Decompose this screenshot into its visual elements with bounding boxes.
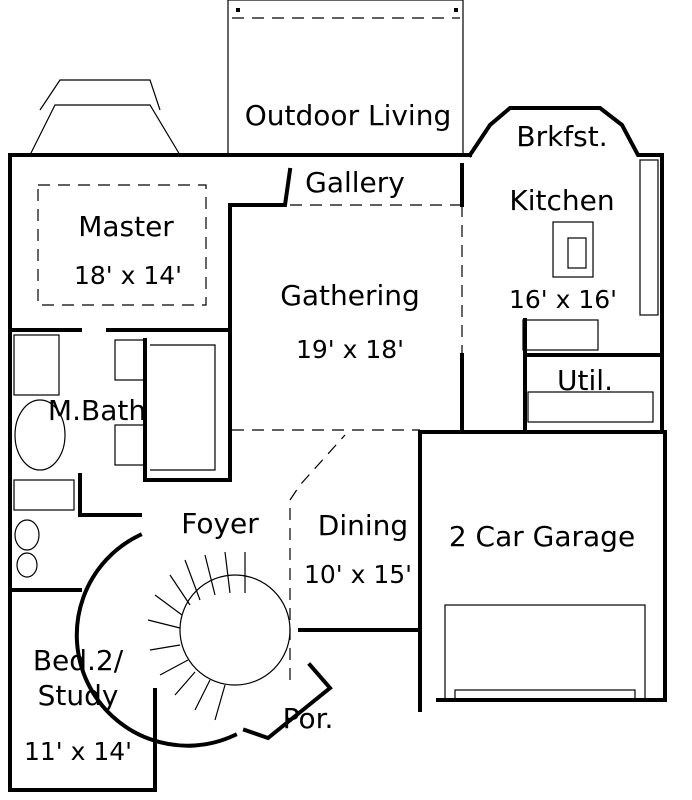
walls	[8, 106, 667, 792]
room-label-porch: Por.	[283, 702, 334, 735]
room-size-bed2: 11' x 14'	[24, 737, 132, 766]
room-label-foyer: Foyer	[181, 507, 259, 540]
room-label-dining: Dining	[318, 509, 408, 542]
room-label-bed2: Bed.2/	[33, 644, 124, 677]
room-label-garage: 2 Car Garage	[449, 520, 635, 553]
room-label-gallery: Gallery	[305, 166, 405, 199]
room-labels: Outdoor Living Brkfst. Gallery Kitchen 1…	[24, 99, 635, 766]
room-label-mbath: M.Bath	[48, 394, 146, 427]
room-size-dining: 10' x 15'	[304, 560, 412, 589]
room-size-kitchen: 16' x 16'	[509, 285, 617, 314]
room-label-kitchen: Kitchen	[509, 184, 614, 217]
room-label-util: Util.	[557, 364, 613, 397]
room-size-gathering: 19' x 18'	[296, 335, 404, 364]
room-label-brkfst: Brkfst.	[516, 120, 607, 153]
room-label-master: Master	[78, 210, 174, 243]
fixtures	[13, 79, 659, 701]
staircase	[74, 532, 291, 748]
room-label-gathering: Gathering	[280, 279, 420, 312]
room-size-master: 18' x 14'	[74, 261, 182, 290]
room-label-outdoor-living: Outdoor Living	[245, 99, 451, 132]
room-label-study: Study	[38, 679, 119, 712]
